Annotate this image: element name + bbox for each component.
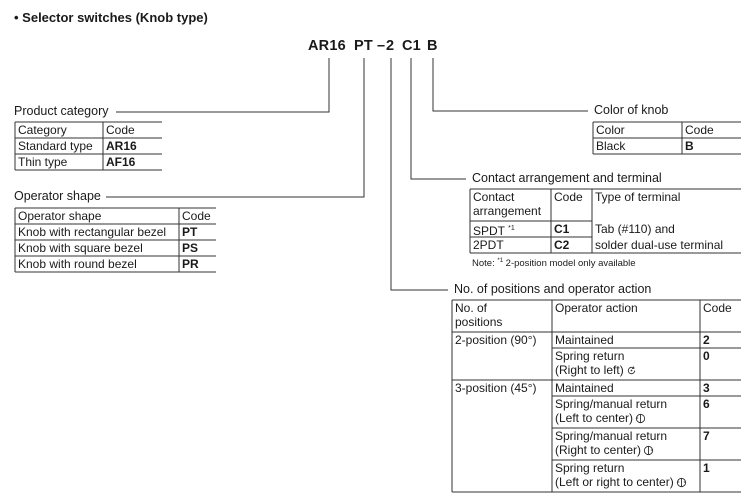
shape-code: PR (182, 257, 199, 271)
table-header-row: Operator shape Code (15, 209, 216, 225)
code-part-series: AR16 (308, 38, 346, 54)
operator-action: Spring/manual return(Right to center) (555, 429, 668, 457)
contact-note: Note: *1 2-position model only available (472, 258, 636, 270)
action-code: 0 (703, 349, 710, 363)
shape-code: PT (182, 225, 198, 239)
table-row: Spring return(Right to left) 0 (452, 349, 741, 381)
header-color: Color (596, 123, 625, 137)
table-row: Thin type AF16 (15, 155, 162, 171)
header-code: Code (685, 123, 714, 137)
color-name: Black (596, 139, 626, 153)
rotate-center-icon (643, 445, 654, 456)
header-terminal-type: Type of terminal (595, 190, 681, 204)
operator-action: Maintained (555, 333, 614, 347)
positions-title: No. of positions and operator action (454, 282, 652, 296)
action-code: 6 (703, 397, 710, 411)
terminal-type: Tab (#110) and (595, 222, 675, 236)
code-part-positions: 2 (386, 38, 395, 54)
category-name: Standard type (18, 139, 93, 153)
shape-code: PS (182, 241, 199, 255)
header-code: Code (106, 123, 135, 137)
header-code: Code (703, 301, 732, 315)
shape-name: Knob with rectangular bezel (18, 225, 167, 239)
footnote-mark: *1 (508, 225, 515, 232)
code-dash: – (377, 38, 386, 54)
code-part-operator: PT (354, 38, 373, 54)
header-category: Category (18, 123, 67, 137)
table-row: Spring return(Left or right to center) 1 (452, 461, 741, 493)
page-heading: • Selector switches (Knob type) (14, 10, 208, 25)
table-row: 2PDT C2 solder dual-use terminal (470, 238, 741, 254)
operator-shape-title: Operator shape (14, 189, 101, 203)
color-code: B (685, 139, 694, 153)
header-code: Code (554, 190, 583, 204)
table-row: Knob with round bezel PR (15, 257, 216, 273)
rotate-both-icon (676, 477, 687, 488)
contact-title: Contact arrangement and terminal (472, 171, 662, 185)
color-of-knob-table: Color Code Black B (593, 123, 741, 155)
code-part-color: B (427, 38, 438, 54)
contact-code: C2 (554, 238, 570, 252)
table-row: Knob with rectangular bezel PT (15, 225, 216, 241)
operator-action: Spring/manual return(Left to center) (555, 397, 668, 425)
table-row: Black B (593, 139, 741, 155)
color-of-knob-title: Color of knob (594, 103, 669, 117)
table-header-row: Color Code (593, 123, 741, 139)
terminal-type: solder dual-use terminal (595, 238, 724, 252)
product-category-title: Product category (14, 104, 109, 118)
header-operator-shape: Operator shape (18, 209, 102, 223)
action-code: 2 (703, 333, 710, 347)
table-row: Spring/manual return(Right to center) 7 (452, 429, 741, 461)
code-part-contact: C1 (402, 38, 421, 54)
category-code: AR16 (106, 139, 137, 153)
contact-arrangement: SPDT *1 (473, 224, 515, 238)
table-row: SPDT *1 C1 Tab (#110) and (470, 222, 741, 238)
shape-name: Knob with square bezel (18, 241, 143, 255)
operator-action: Spring return(Right to left) (552, 349, 700, 381)
operator-action: Maintained (555, 381, 614, 395)
rotate-left-icon (627, 366, 635, 375)
table-row: Spring/manual return(Left to center) 6 (452, 397, 741, 429)
category-code: AF16 (106, 155, 136, 169)
position-group-2: 2-position (90°) (455, 333, 537, 347)
position-group-3: 3-position (45°) (455, 381, 537, 395)
table-header-row: Category Code (15, 123, 162, 139)
table-row: 3-position (45°) Maintained 3 (452, 381, 741, 397)
contact-arrangement: 2PDT (473, 238, 504, 252)
action-code: 7 (703, 429, 710, 443)
table-row: Knob with square bezel PS (15, 241, 216, 257)
operator-action: Spring return(Left or right to center) (552, 461, 700, 493)
table-row: 2-position (90°) Maintained 2 (452, 333, 741, 349)
action-code: 1 (703, 461, 710, 475)
operator-shape-table: Operator shape Code Knob with rectangula… (15, 209, 216, 273)
action-code: 3 (703, 381, 710, 395)
product-category-table: Category Code Standard type AR16 Thin ty… (15, 123, 162, 171)
header-operator-action: Operator action (555, 301, 638, 315)
category-name: Thin type (18, 155, 68, 169)
table-row: Standard type AR16 (15, 139, 162, 155)
contact-code: C1 (554, 222, 570, 236)
rotate-center-icon (635, 413, 646, 424)
header-code: Code (182, 209, 211, 223)
shape-name: Knob with round bezel (18, 257, 137, 271)
